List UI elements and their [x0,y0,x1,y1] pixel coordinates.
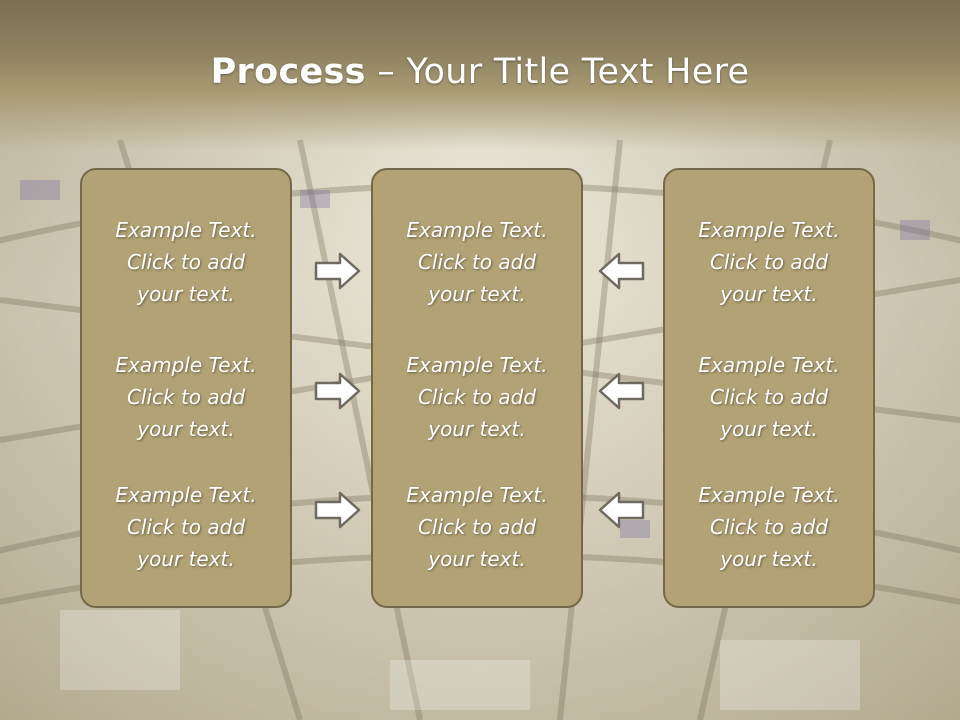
text-block[interactable]: Example Text. Click to add your text. [373,349,581,445]
text-line: your text. [428,282,526,306]
title-bar [0,0,960,150]
process-box-right[interactable]: Example Text. Click to add your text. Ex… [663,168,875,608]
text-line: Example Text. [115,483,257,507]
text-line: Example Text. [698,353,840,377]
text-line: Click to add [126,250,246,274]
text-line: Example Text. [698,483,840,507]
text-line: Example Text. [406,353,548,377]
text-line: Example Text. [115,353,257,377]
text-line: Click to add [709,385,829,409]
arrow-left-icon[interactable] [597,490,645,530]
text-line: your text. [720,282,818,306]
process-box-center[interactable]: Example Text. Click to add your text. Ex… [371,168,583,608]
arrow-right-icon[interactable] [314,490,362,530]
text-line: your text. [428,547,526,571]
arrow-left-icon[interactable] [597,371,645,411]
text-line: Click to add [417,385,537,409]
text-line: Click to add [126,385,246,409]
text-block[interactable]: Example Text. Click to add your text. [665,349,873,445]
title-rest: – Your Title Text Here [365,52,750,92]
text-block[interactable]: Example Text. Click to add your text. [82,349,290,445]
text-line: Example Text. [406,483,548,507]
text-line: Example Text. [115,218,257,242]
text-line: your text. [720,417,818,441]
title-bold: Process [210,52,366,92]
text-line: your text. [137,547,235,571]
text-line: Click to add [709,250,829,274]
arrow-left-icon[interactable] [597,251,645,291]
text-block[interactable]: Example Text. Click to add your text. [373,479,581,575]
text-block[interactable]: Example Text. Click to add your text. [373,214,581,310]
text-block[interactable]: Example Text. Click to add your text. [82,214,290,310]
text-line: your text. [137,417,235,441]
text-line: Click to add [417,515,537,539]
process-box-left[interactable]: Example Text. Click to add your text. Ex… [80,168,292,608]
arrow-right-icon[interactable] [314,371,362,411]
text-line: Click to add [417,250,537,274]
text-block[interactable]: Example Text. Click to add your text. [665,214,873,310]
text-line: your text. [428,417,526,441]
text-line: Click to add [709,515,829,539]
text-line: Example Text. [698,218,840,242]
text-line: your text. [137,282,235,306]
text-line: your text. [720,547,818,571]
text-block[interactable]: Example Text. Click to add your text. [665,479,873,575]
slide-title[interactable]: Process – Your Title Text Here [0,52,960,92]
text-block[interactable]: Example Text. Click to add your text. [82,479,290,575]
text-line: Example Text. [406,218,548,242]
arrow-right-icon[interactable] [314,251,362,291]
text-line: Click to add [126,515,246,539]
